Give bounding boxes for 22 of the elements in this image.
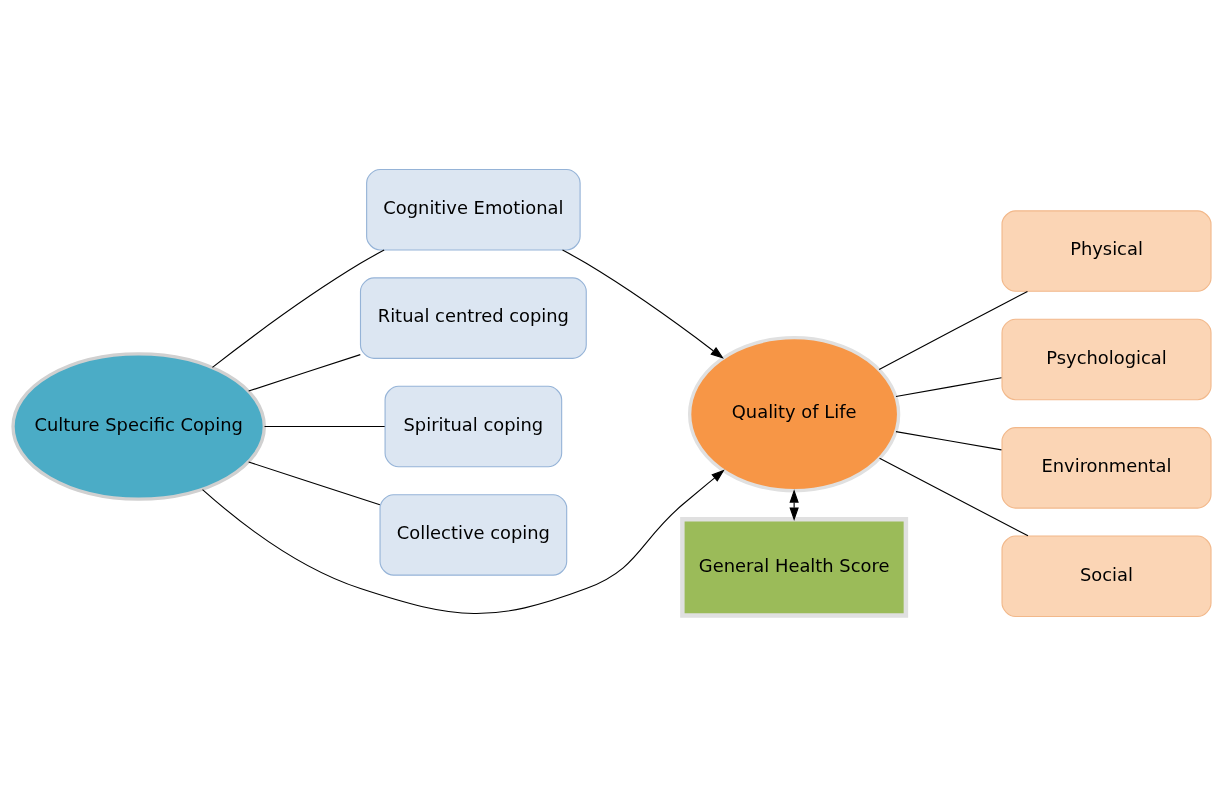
connector <box>211 249 385 368</box>
connector <box>879 457 1029 537</box>
node-box: Social <box>1001 535 1212 618</box>
arrow <box>789 489 799 521</box>
connector <box>878 290 1028 371</box>
node-box: Psychological <box>1001 318 1212 401</box>
connector <box>263 425 386 428</box>
node-box: Ritual centred coping <box>359 277 587 359</box>
arrow <box>202 469 725 615</box>
connector <box>895 377 1003 397</box>
node-box: Environmental <box>1001 427 1212 509</box>
node-box: Collective coping <box>379 494 568 576</box>
connector <box>248 354 361 392</box>
node-box: General Health Score <box>680 517 909 618</box>
node-box: Cognitive Emotional <box>366 168 581 251</box>
connector <box>248 461 381 506</box>
node-box: Spiritual coping <box>384 385 563 468</box>
arrow <box>562 249 724 359</box>
node-box: Physical <box>1001 210 1212 292</box>
connector <box>895 431 1003 451</box>
node-ellipse: Culture Specific Coping <box>11 352 266 501</box>
node-ellipse: Quality of Life <box>687 336 901 493</box>
